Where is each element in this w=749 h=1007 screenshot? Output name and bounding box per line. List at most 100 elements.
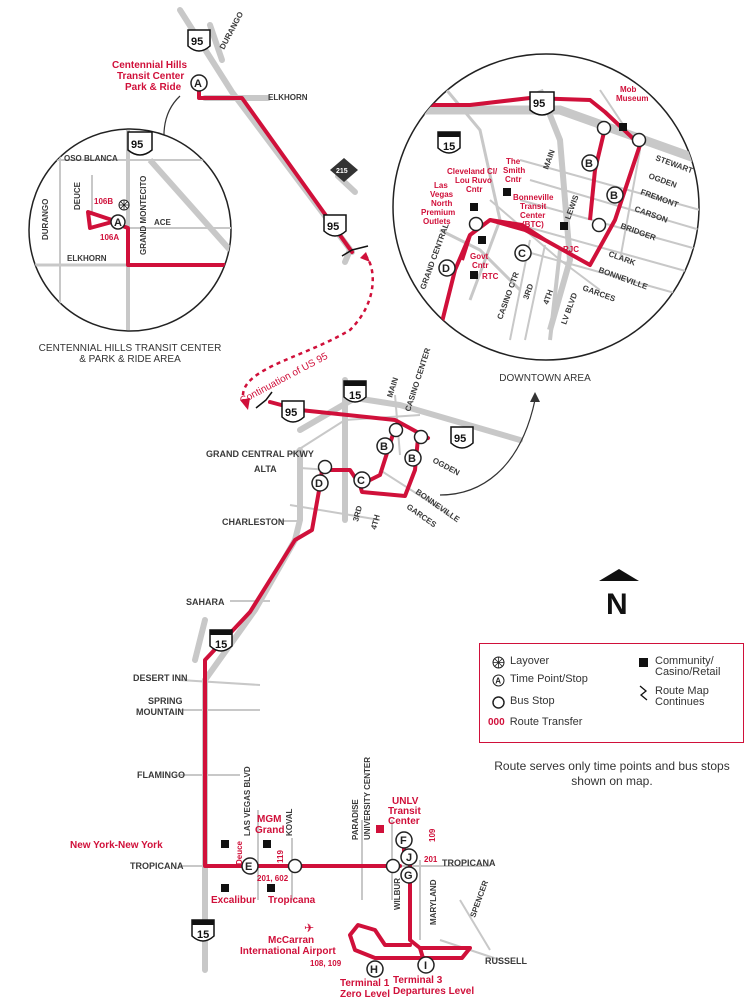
rjc-label: RJC <box>563 245 579 254</box>
downtown-stop-d <box>438 259 456 277</box>
transfer-119: 119 <box>276 850 285 863</box>
inset-centennial: A OSO BLANCA DEUCE DURANGO GRAND MONTECI… <box>28 128 232 365</box>
street-durango: DURANGO <box>218 10 245 51</box>
stop-circle-3 <box>317 459 333 475</box>
street-ace: ACE <box>154 218 172 227</box>
rtc-label: RTC <box>482 272 499 281</box>
smith-center-icon <box>503 188 511 196</box>
street-tropicana-w: TROPICANA <box>130 861 184 871</box>
svg-text:A: A <box>495 677 501 686</box>
svg-text:15: 15 <box>443 141 455 153</box>
street-charleston: CHARLESTON <box>222 517 284 527</box>
mgm-icon <box>263 840 271 848</box>
street-elkhorn: ELKHORN <box>268 93 308 102</box>
arrow-up-icon <box>360 252 370 262</box>
route-continues-icon <box>637 685 650 700</box>
street-flamingo: FLAMINGO <box>137 770 185 780</box>
excalibur-icon <box>221 884 229 892</box>
svg-text:95: 95 <box>327 221 339 233</box>
legend-time-point: A Time Point/Stop <box>492 674 588 687</box>
svg-text:B: B <box>585 158 593 170</box>
svg-text:A: A <box>194 78 202 90</box>
rjc-icon <box>560 222 568 230</box>
transfer-201: 201 <box>424 855 438 864</box>
transfer-201-602: 201, 602 <box>257 874 289 883</box>
us95-shield-mid: 95 <box>323 214 347 237</box>
stop-circle-1 <box>388 422 404 438</box>
nyny-icon <box>221 840 229 848</box>
bus-stop-icon <box>492 696 505 709</box>
legend-community: Community/ Casino/Retail <box>637 656 720 678</box>
govt-center-icon <box>478 236 486 244</box>
i15-shield-downtown-main: 15 <box>343 380 367 403</box>
street-russell: RUSSELL <box>485 956 528 966</box>
inset-centennial-caption-2: & PARK & RIDE AREA <box>79 354 181 365</box>
svg-text:B: B <box>380 441 388 453</box>
inset-centennial-caption-1: CENTENNIAL HILLS TRANSIT CENTER <box>39 343 222 354</box>
arrow-head-icon-2 <box>530 392 540 402</box>
stop-b-1: B <box>376 437 394 455</box>
north-label: N <box>606 588 628 621</box>
svg-text:95: 95 <box>191 36 203 48</box>
street-grand-montecito: GRAND MONTECITO <box>139 176 148 255</box>
svg-text:15: 15 <box>197 929 209 941</box>
tropicana-icon <box>267 884 275 892</box>
stop-i: I <box>417 956 435 974</box>
inset-downtown-caption: DOWNTOWN AREA <box>499 373 591 384</box>
transfer-108-109: 108, 109 <box>310 959 342 968</box>
svg-text:C: C <box>518 248 526 260</box>
downtown-stop-2 <box>631 132 647 148</box>
street-deuce: DEUCE <box>73 181 82 210</box>
svg-text:I: I <box>424 960 427 972</box>
svg-text:G: G <box>404 870 413 882</box>
stop-a: A <box>190 74 208 92</box>
street-spencer: SPENCER <box>468 879 490 919</box>
street-grand-central: GRAND CENTRAL PKWY <box>206 449 314 459</box>
stop-j: J <box>400 848 418 866</box>
svg-text:B: B <box>408 453 416 465</box>
street-durango: DURANGO <box>41 199 50 240</box>
unlv-icon <box>376 825 384 833</box>
us95-shield-downtown-main: 95 <box>281 400 305 423</box>
excalibur-label: Excalibur <box>211 895 256 906</box>
svg-text:95: 95 <box>454 433 466 445</box>
deuce-label: Deuce <box>235 840 244 865</box>
arrow-down-icon <box>240 398 250 410</box>
us95-shield-inset: 95 <box>127 131 153 156</box>
cleveland-icon <box>470 203 478 211</box>
svg-text:15: 15 <box>215 639 227 651</box>
stop-e: E <box>241 857 259 875</box>
legend: Layover A Time Point/Stop Bus Stop 000 R… <box>479 643 744 743</box>
main-roads-thin <box>179 394 501 961</box>
continuation-dashed-line <box>241 254 374 406</box>
nyny-label: New York-New York <box>70 840 163 851</box>
street-university-center: UNIVERSITY CENTER <box>363 757 372 840</box>
svg-text:F: F <box>400 835 407 847</box>
route-continues-icon <box>341 245 369 257</box>
legend-layover: Layover <box>492 656 549 669</box>
street-casino-center: CASINO CENTER <box>403 347 432 413</box>
street-elkhorn-inset: ELKHORN <box>67 254 107 263</box>
stop-g: G <box>400 866 418 884</box>
north-arrow-icon <box>599 569 639 581</box>
us95-shield-top: 95 <box>187 29 211 52</box>
stop-circle-koval <box>287 858 303 874</box>
street-4th: 4TH <box>369 513 382 530</box>
svg-text:15: 15 <box>349 390 361 402</box>
downtown-stop-4 <box>468 216 484 232</box>
downtown-stop-b1 <box>581 154 599 172</box>
route-transfer-icon: 000 <box>488 717 505 728</box>
i15-shield-downtown: 15 <box>437 131 461 154</box>
svg-text:C: C <box>357 475 365 487</box>
